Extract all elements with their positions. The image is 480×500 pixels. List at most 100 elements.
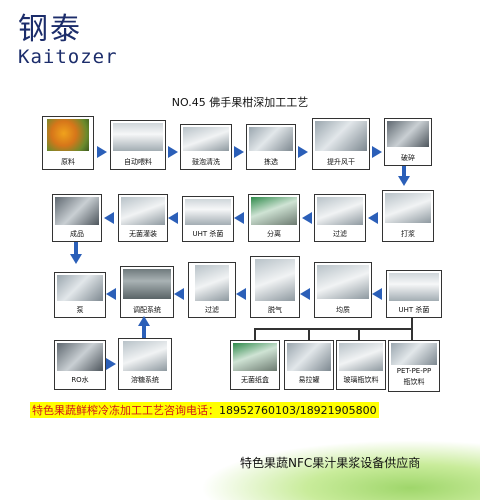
arrow-stem: [402, 166, 406, 176]
step-label: 均质: [336, 306, 350, 314]
step-label: 拣选: [264, 158, 278, 166]
step-lift-dry: 提升风干: [312, 118, 370, 170]
arrow-right-icon: [168, 146, 178, 158]
step-homogenize: 均质: [314, 262, 372, 318]
step-label: 调配系统: [133, 306, 161, 314]
step-filter-2: 过滤: [188, 262, 236, 318]
filter-image: [317, 197, 363, 225]
arrow-right-icon: [97, 146, 107, 158]
step-pulping: 打浆: [382, 190, 434, 242]
separation-image: [251, 197, 297, 225]
aseptic-carton-image: [233, 343, 277, 371]
package-label: 玻璃瓶饮料: [343, 376, 379, 384]
arrow-left-icon: [174, 288, 184, 300]
uht-image: [389, 273, 439, 301]
finished-product-image: [55, 197, 99, 225]
step-label: 原料: [61, 158, 75, 166]
arrow-right-icon: [234, 146, 244, 158]
pulping-image: [385, 193, 431, 223]
arrow-left-icon: [300, 288, 310, 300]
package-label: 无菌纸盒: [241, 376, 269, 384]
arrow-down-icon: [398, 176, 410, 186]
step-label: RO水: [71, 376, 89, 384]
homogenizer-image: [317, 265, 369, 299]
brand-name-cn: 钢泰: [18, 12, 82, 47]
package-label: PET-PE-PP: [396, 367, 432, 375]
arrow-left-icon: [106, 288, 116, 300]
connector-line: [254, 328, 256, 340]
connector-line: [254, 328, 413, 330]
step-label: 过滤: [205, 306, 219, 314]
arrow-up-icon: [138, 316, 150, 326]
step-label: 提升风干: [327, 158, 355, 166]
arrow-right-icon: [372, 146, 382, 158]
step-label: 溶糖系统: [131, 376, 159, 384]
supplier-tagline: 特色果蔬NFC果汁果浆设备供应商: [240, 456, 421, 470]
package-can: 易拉罐: [284, 340, 334, 390]
bubble-wash-image: [183, 127, 229, 151]
aseptic-filling-image: [121, 197, 165, 225]
glass-bottle-image: [339, 343, 383, 371]
step-label: 分离: [267, 230, 281, 238]
connector-line: [411, 328, 413, 340]
package-pet-bottle: PET-PE-PP 瓶饮料: [388, 340, 440, 392]
step-uht-sterilize-2: UHT 杀菌: [386, 270, 442, 318]
pet-bottle-image: [391, 343, 437, 365]
ro-water-image: [57, 343, 103, 371]
package-glass-bottle: 玻璃瓶饮料: [336, 340, 386, 390]
step-label: 自动喂料: [124, 158, 152, 166]
contact-line: 特色果蔬鲜榨冷冻加工工艺咨询电话：18952760103/18921905800: [30, 402, 379, 418]
arrow-left-icon: [302, 212, 312, 224]
lift-dry-image: [315, 121, 367, 151]
package-label: 瓶饮料: [403, 378, 425, 386]
step-deaeration: 脱气: [250, 256, 300, 318]
raw-material-image: [47, 119, 89, 151]
step-label: UHT 杀菌: [398, 306, 430, 314]
deaeration-image: [255, 259, 295, 301]
arrow-stem: [142, 324, 146, 338]
connector-line: [411, 318, 413, 330]
step-label: 脱气: [268, 306, 282, 314]
brand-name-en: Kaitozer: [18, 46, 118, 68]
step-sugar-dissolving: 溶糖系统: [118, 338, 172, 390]
step-label: UHT 杀菌: [192, 230, 224, 238]
arrow-left-icon: [372, 288, 382, 300]
connector-line: [308, 328, 310, 340]
arrow-left-icon: [368, 212, 378, 224]
connector-line: [358, 328, 360, 340]
sorting-image: [249, 127, 293, 151]
arrow-stem: [74, 242, 78, 254]
package-label: 易拉罐: [298, 376, 320, 384]
arrow-down-icon: [70, 254, 82, 264]
step-sorting: 拣选: [246, 124, 296, 170]
auto-feed-image: [113, 123, 163, 151]
arrow-left-icon: [236, 288, 246, 300]
contact-label: 特色果蔬鲜榨冷冻加工工艺咨询电话：: [32, 404, 219, 417]
arrow-left-icon: [104, 212, 114, 224]
step-label: 成品: [70, 230, 84, 238]
arrow-right-icon: [106, 358, 116, 370]
contact-phones: 18952760103/18921905800: [219, 404, 377, 417]
step-label: 泵: [76, 306, 84, 314]
arrow-right-icon: [298, 146, 308, 158]
arrow-left-icon: [168, 212, 178, 224]
step-separation: 分离: [248, 194, 300, 242]
uht-image: [185, 199, 231, 225]
step-blending-system: 调配系统: [120, 266, 174, 318]
step-bubble-wash: 鼓泡清洗: [180, 124, 232, 170]
arrow-left-icon: [234, 212, 244, 224]
step-label: 无菌灌装: [129, 230, 157, 238]
package-aseptic-carton: 无菌纸盒: [230, 340, 280, 390]
step-pump: 泵: [54, 272, 106, 318]
step-aseptic-filling: 无菌灌装: [118, 194, 168, 242]
step-label: 打浆: [401, 230, 415, 238]
step-label: 过滤: [333, 230, 347, 238]
step-crush: 破碎: [384, 118, 432, 166]
step-ro-water: RO水: [54, 340, 106, 390]
crush-image: [387, 121, 429, 147]
step-uht-sterilize-1: UHT 杀菌: [182, 196, 234, 242]
can-image: [287, 343, 331, 371]
step-raw-material: 原料: [42, 116, 94, 170]
step-finished-product: 成品: [52, 194, 102, 242]
step-auto-feed: 自动喂料: [110, 120, 166, 170]
